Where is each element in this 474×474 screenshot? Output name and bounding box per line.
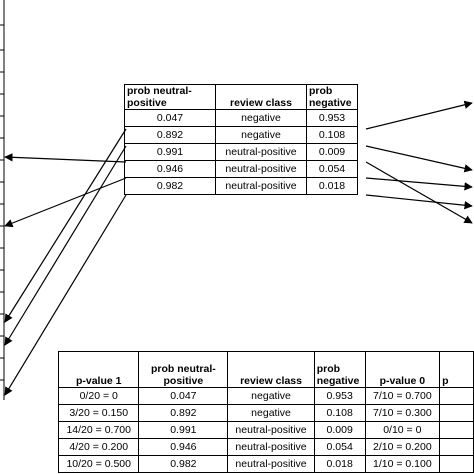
table-cell: 7/10 = 0.300: [364, 404, 441, 422]
table-header-row: prob neutral-positive review class prob …: [124, 84, 358, 110]
table-cell: 0.108: [313, 404, 366, 422]
table-row: 14/20 = 0.700 0.991 neutral-positive 0.0…: [57, 421, 474, 439]
middle-probability-table: prob neutral-positive review class prob …: [124, 84, 358, 195]
table-cell: 0.018: [313, 455, 366, 473]
table-cell: 0.946: [124, 160, 216, 178]
table-cell: 0.892: [124, 126, 216, 144]
table-cell: 0.953: [313, 387, 366, 405]
table-row: 0.982 neutral-positive 0.018: [124, 177, 358, 195]
table-cell: neutral-positive: [227, 455, 315, 473]
table-row: 3/20 = 0.150 0.892 negative 0.108 7/10 =…: [57, 404, 474, 422]
column-header: p-value 1: [57, 351, 140, 388]
table-cell: 0.991: [124, 143, 216, 161]
table-cell: 0.047: [138, 387, 229, 405]
arrow-row2-to-left: [4, 145, 127, 346]
arrow-row3-to-right: [365, 161, 473, 224]
arrow-row1-to-right: [365, 100, 473, 130]
arrow-row1-to-left: [4, 128, 127, 323]
table-row: 0/20 = 0 0.047 negative 0.953 7/10 = 0.7…: [57, 387, 474, 405]
table-cell: 0.108: [306, 126, 358, 144]
table-cell: 0.953: [306, 109, 358, 127]
table-row: 10/20 = 0.500 0.982 neutral-positive 0.0…: [57, 455, 474, 473]
arrow-row5-to-left: [4, 194, 127, 396]
table-header-row: p-value 1 prob neutral-positive review c…: [57, 351, 474, 388]
table-cell: negative: [227, 404, 315, 422]
arrow-row4-to-right: [365, 177, 473, 191]
arrow-row4-to-left: [4, 177, 127, 228]
table-cell: [439, 455, 474, 473]
table-cell: negative: [215, 126, 307, 144]
table-cell: 0.018: [306, 177, 358, 195]
table-cell: 0/20 = 0: [57, 387, 140, 405]
column-header: prob neutral-positive: [138, 351, 229, 388]
table-cell: [439, 404, 474, 422]
table-row: 0.946 neutral-positive 0.054: [124, 160, 358, 178]
table-row: 0.047 negative 0.953: [124, 109, 358, 127]
table-cell: 0.009: [313, 421, 366, 439]
left-axis-ticks: [0, 24, 4, 381]
table-cell: neutral-positive: [227, 421, 315, 439]
table-cell: 0.991: [138, 421, 229, 439]
column-header: prob negative: [306, 84, 358, 110]
table-cell: 2/10 = 0.200: [364, 438, 441, 456]
table-cell: neutral-positive: [215, 160, 307, 178]
table-cell: neutral-positive: [215, 177, 307, 195]
table-cell: 3/20 = 0.150: [57, 404, 140, 422]
table-cell: 0.009: [306, 143, 358, 161]
table-cell: 0.047: [124, 109, 216, 127]
table-cell: 1/10 = 0.100: [364, 455, 441, 473]
table-cell: negative: [215, 109, 307, 127]
table-cell: negative: [227, 387, 315, 405]
table-cell: 0.982: [138, 455, 229, 473]
table-cell: 10/20 = 0.500: [57, 455, 140, 473]
table-cell: 4/20 = 0.200: [57, 438, 140, 456]
table-cell: [439, 421, 474, 439]
column-header: prob negative: [313, 351, 366, 388]
table-cell: 0/10 = 0: [364, 421, 441, 439]
table-cell: 0.946: [138, 438, 229, 456]
table-cell: 0.054: [306, 160, 358, 178]
column-header: p: [439, 351, 474, 388]
column-header: p-value 0: [364, 351, 441, 388]
table-cell: [439, 438, 474, 456]
table-cell: neutral-positive: [227, 438, 315, 456]
table-cell: [439, 387, 474, 405]
table-cell: 0.892: [138, 404, 229, 422]
arrow-row2-to-right: [365, 145, 473, 173]
column-header: prob neutral-positive: [124, 84, 216, 110]
table-cell: neutral-positive: [215, 143, 307, 161]
column-header: review class: [227, 351, 315, 388]
table-row: 4/20 = 0.200 0.946 neutral-positive 0.05…: [57, 438, 474, 456]
table-cell: 14/20 = 0.700: [57, 421, 140, 439]
arrow-row5-to-right: [365, 194, 473, 210]
bottom-pvalue-table: p-value 1 prob neutral-positive review c…: [57, 351, 474, 473]
table-row: 0.892 negative 0.108: [124, 126, 358, 144]
table-cell: 0.982: [124, 177, 216, 195]
column-header: review class: [215, 84, 307, 110]
table-row: 0.991 neutral-positive 0.009: [124, 143, 358, 161]
table-cell: 7/10 = 0.700: [364, 387, 441, 405]
table-cell: 0.054: [313, 438, 366, 456]
